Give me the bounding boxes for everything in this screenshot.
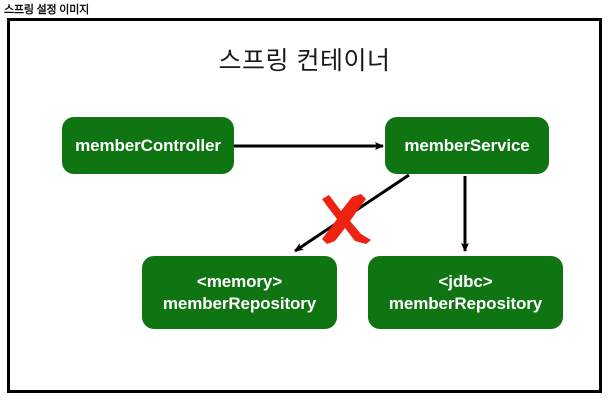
bean-node-jdbc-member-repository[interactable]: <jdbc> memberRepository: [368, 256, 563, 329]
spring-container-frame: 스프링 컨테이너: [7, 18, 602, 393]
bean-label-line: memberController: [75, 135, 221, 155]
bean-node-member-service[interactable]: memberService: [385, 117, 549, 174]
bean-label-line: <memory>: [196, 271, 283, 291]
bean-label-line: memberRepository: [162, 293, 317, 313]
page-title: 스프링 설정 이미지: [4, 4, 90, 16]
diagram-title: 스프링 컨테이너: [218, 47, 391, 75]
bean-label-line: memberRepository: [388, 293, 543, 313]
bean-label-line: memberService: [404, 135, 530, 155]
bean-node-member-controller[interactable]: memberController: [62, 117, 234, 174]
bean-node-memory-member-repository[interactable]: <memory> memberRepository: [142, 256, 337, 329]
bean-label-line: <jdbc>: [438, 271, 493, 291]
